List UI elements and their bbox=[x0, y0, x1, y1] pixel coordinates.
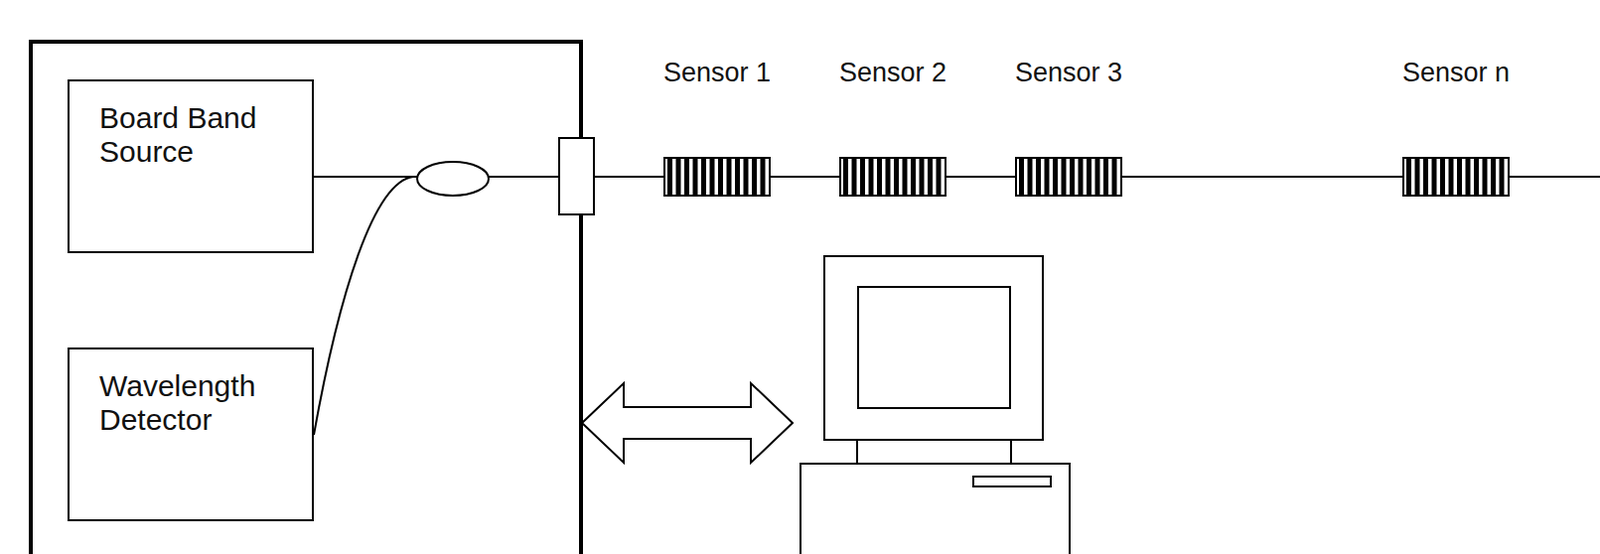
sensor-label: Sensor n bbox=[1391, 57, 1521, 88]
bragg-grating bbox=[839, 156, 947, 197]
process-box: Wavelength Detector bbox=[67, 347, 314, 522]
process-box: Board Band Source bbox=[67, 79, 314, 254]
fbg-sensor: Sensor n bbox=[1391, 57, 1521, 199]
fbg-sensor: Sensor 1 bbox=[652, 57, 782, 199]
fiber-connector bbox=[559, 138, 594, 215]
fbg-sensor: Sensor 3 bbox=[1004, 57, 1134, 199]
bragg-grating bbox=[663, 156, 771, 197]
box-label: Board Band Source bbox=[99, 101, 292, 168]
bragg-grating bbox=[1015, 156, 1123, 197]
sensor-label: Sensor 1 bbox=[652, 57, 782, 88]
box-label: Wavelength Detector bbox=[99, 369, 292, 437]
bragg-grating bbox=[1402, 156, 1510, 197]
fiber-coupler bbox=[417, 161, 489, 196]
optical-fiber bbox=[1122, 176, 1403, 178]
sensor-label: Sensor 3 bbox=[1004, 57, 1134, 88]
optical-fiber bbox=[770, 176, 840, 178]
fbg-sensor: Sensor 2 bbox=[828, 57, 958, 199]
double-arrow bbox=[581, 383, 793, 463]
interrogator-housing bbox=[30, 41, 582, 554]
optical-fiber bbox=[946, 176, 1016, 178]
sensor-label: Sensor 2 bbox=[828, 57, 958, 88]
optical-fiber bbox=[313, 176, 664, 436]
computer-symbol bbox=[800, 256, 1070, 554]
fiber-end bbox=[1509, 175, 1600, 178]
